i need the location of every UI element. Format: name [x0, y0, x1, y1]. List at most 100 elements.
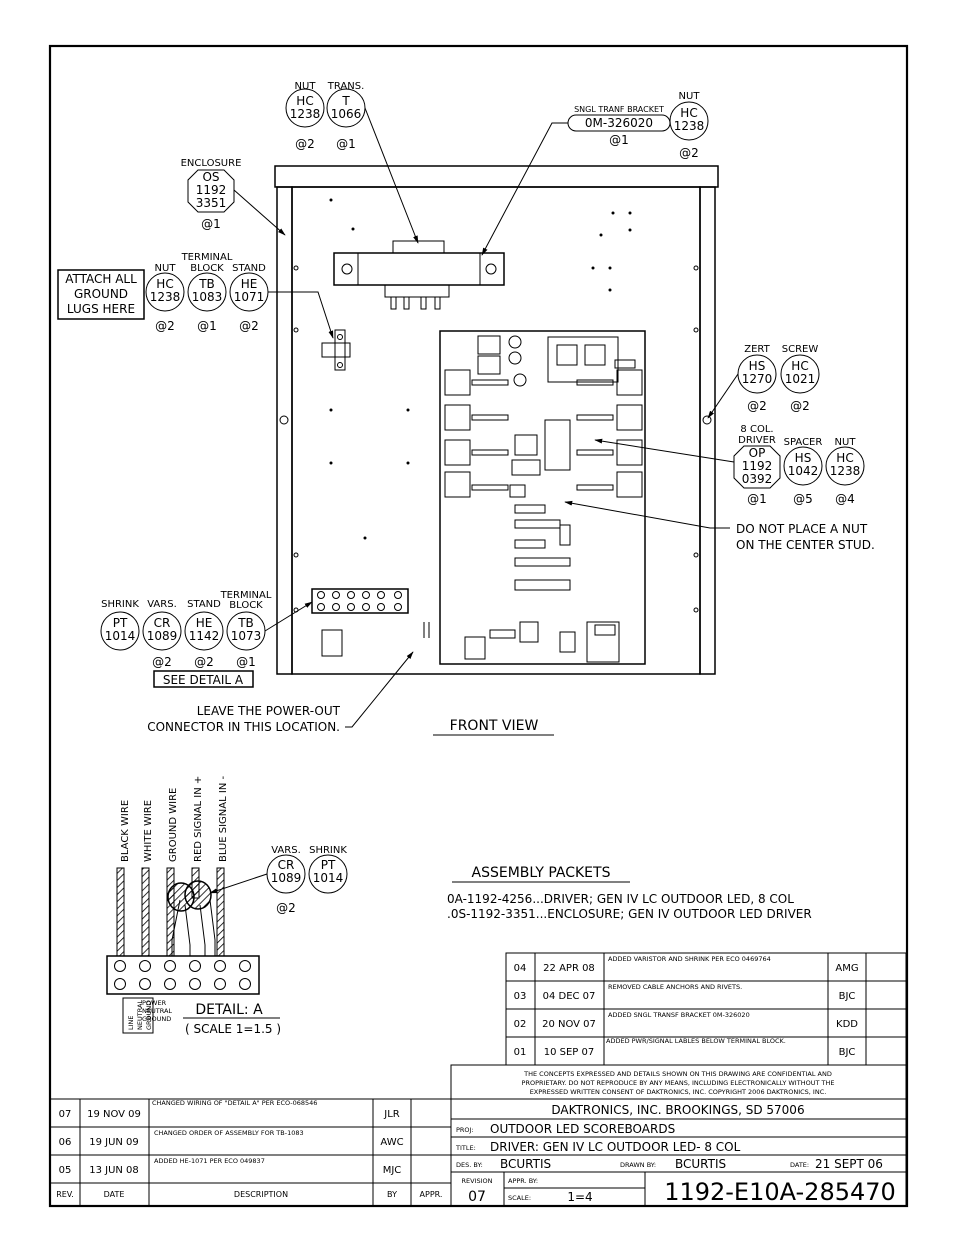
svg-text:19 NOV 09: 19 NOV 09 — [87, 1109, 141, 1120]
drawing-scale: 1=4 — [567, 1190, 592, 1204]
drawn-label: DRAWN BY: — [620, 1161, 656, 1169]
nut-top-code-1: HC — [296, 94, 313, 108]
svg-text:AWC: AWC — [380, 1137, 403, 1148]
tb-a-code-1: TB — [237, 616, 254, 630]
nut-top-qty: @2 — [295, 137, 315, 151]
company-line: DAKTRONICS, INC. BROOKINGS, SD 57006 — [551, 1103, 804, 1117]
detail-a-vars-label: VARS. — [271, 845, 301, 856]
driver-label-1: 8 COL. — [740, 424, 773, 435]
spacer-code-1: HS — [795, 451, 812, 465]
power-note-line-2: CONNECTOR IN THIS LOCATION. — [147, 720, 340, 734]
nut-top-code-2: 1238 — [290, 107, 321, 121]
vars-a-label: VARS. — [147, 599, 177, 610]
wire-label-ground: GROUND WIRE — [168, 788, 179, 862]
screw-label: SCREW — [782, 344, 819, 355]
assembly-line-1: 0A-1192-4256...DRIVER; GEN IV LC OUTDOOR… — [447, 892, 794, 906]
wire-label-white: WHITE WIRE — [143, 800, 154, 862]
nut-ground-qty: @2 — [155, 319, 175, 333]
driver-code-1: OP — [749, 446, 766, 460]
enclosure-code-1: OS — [202, 170, 219, 184]
enclosure-qty: @1 — [201, 217, 221, 231]
drawing-date: 21 SEPT 06 — [815, 1157, 883, 1171]
svg-text:BY: BY — [387, 1190, 397, 1199]
driver-code-3: 0392 — [742, 472, 773, 486]
bracket-part: 0M-326020 — [585, 116, 653, 130]
nut-driver-code-1: HC — [836, 451, 853, 465]
vars-a-code-1: CR — [154, 616, 171, 630]
assembly-packets: ASSEMBLY PACKETS 0A-1192-4256...DRIVER; … — [447, 865, 812, 921]
date-label: DATE: — [790, 1161, 809, 1169]
varistor-shrink-2 — [184, 880, 212, 910]
svg-text:05: 05 — [59, 1165, 72, 1176]
appr-label: APPR. BY: — [508, 1177, 538, 1185]
revision-label: REVISION — [461, 1177, 492, 1185]
assembly-title: ASSEMBLY PACKETS — [472, 865, 611, 881]
detail-a-shrink-code-2: 1014 — [313, 871, 344, 885]
svg-text:02: 02 — [514, 1019, 527, 1030]
nut-bracket-label: NUT — [679, 91, 701, 102]
svg-text:AMG: AMG — [835, 963, 858, 974]
ground-note-line-1: ATTACH ALL — [65, 272, 137, 286]
drafter: BCURTIS — [675, 1157, 726, 1171]
tb-ground-label-2: BLOCK — [190, 263, 224, 274]
drawing-border — [48, 44, 909, 1208]
front-view-title: FRONT VIEW — [450, 718, 539, 734]
svg-text:PROPRIETARY. DO NOT REPRODUCE: PROPRIETARY. DO NOT REPRODUCE BY ANY MEA… — [522, 1079, 835, 1087]
stand-ground-code-2: 1071 — [234, 290, 265, 304]
revision-01-desc: ADDED PWR/SIGNAL LABLES BELOW TERMINAL B… — [606, 1038, 786, 1045]
enclosure-front-view — [274, 165, 719, 675]
svg-text:DATE: DATE — [104, 1190, 125, 1199]
svg-text:ADDED VARISTOR AND SHRINK PER: ADDED VARISTOR AND SHRINK PER ECO 046976… — [608, 955, 771, 963]
tb-ground-qty: @1 — [197, 319, 217, 333]
zert-label: ZERT — [744, 344, 770, 355]
nut-driver-code-2: 1238 — [830, 464, 861, 478]
nut-driver-qty: @4 — [835, 492, 855, 506]
shrink-a-label: SHRINK — [101, 599, 139, 610]
tb-label-ground: GROUND — [145, 1001, 153, 1030]
wire-label-black: BLACK WIRE — [120, 800, 131, 862]
revision-row-04: 04 22 APR 08 ADDED VARISTOR AND SHRINK P… — [514, 955, 859, 974]
tb-ground-code-2: 1083 — [192, 290, 223, 304]
svg-text:REV.: REV. — [56, 1190, 74, 1199]
center-note-line-2: ON THE CENTER STUD. — [736, 538, 875, 552]
driver-code-2: 1192 — [742, 459, 773, 473]
revision-row-07: 07 19 NOV 09 CHANGED WIRING OF "DETAIL A… — [59, 1100, 400, 1120]
enclosure-callout: ENCLOSURE OS 1192 3351 @1 — [181, 158, 286, 236]
svg-text:BJC: BJC — [839, 1047, 856, 1058]
revision-table-left — [49, 1098, 452, 1207]
power-note-line-1: LEAVE THE POWER-OUT — [197, 704, 341, 718]
svg-text:CHANGED ORDER OF ASSEMBLY FOR: CHANGED ORDER OF ASSEMBLY FOR TB-1083 — [154, 1129, 304, 1137]
scale-label: SCALE: — [508, 1194, 531, 1202]
screw-qty: @2 — [790, 399, 810, 413]
screw-code-1: HC — [791, 359, 808, 373]
zert-qty: @2 — [747, 399, 767, 413]
designer: BCURTIS — [500, 1157, 551, 1171]
svg-text:DESCRIPTION: DESCRIPTION — [234, 1190, 288, 1199]
see-detail-a: SEE DETAIL A — [163, 673, 244, 687]
ground-note-line-3: LUGS HERE — [67, 302, 135, 316]
svg-text:APPR.: APPR. — [420, 1190, 443, 1199]
stand-a-label: STAND — [187, 599, 221, 610]
title-label: TITLE: — [455, 1144, 476, 1152]
svg-text:04: 04 — [514, 963, 527, 974]
svg-text:19 JUN 09: 19 JUN 09 — [89, 1137, 139, 1148]
nut-ground-code-1: HC — [156, 277, 173, 291]
driver-qty: @1 — [747, 492, 767, 506]
trans-callout: TRANS. T 1066 @1 — [326, 81, 419, 244]
revision-row-06: 06 19 JUN 09 CHANGED ORDER OF ASSEMBLY F… — [59, 1129, 404, 1148]
des-label: DES. BY: — [456, 1161, 483, 1169]
tb-label-right-power: POWER — [142, 999, 167, 1007]
svg-text:JLR: JLR — [383, 1109, 400, 1120]
drawing-title: DRIVER: GEN IV LC OUTDOOR LED- 8 COL — [490, 1140, 741, 1154]
enclosure-code-2: 1192 — [196, 183, 227, 197]
trans-code-1: T — [341, 94, 350, 108]
tb-label-right-ground: GROUND — [142, 1015, 171, 1023]
vars-a-qty: @2 — [152, 655, 172, 669]
nut-ground-code-2: 1238 — [150, 290, 181, 304]
ground-note-line-2: GROUND — [74, 287, 128, 301]
wire-label-red: RED SIGNAL IN + — [193, 776, 204, 862]
bracket-qty: @1 — [609, 133, 629, 147]
zert-code-1: HS — [749, 359, 766, 373]
svg-text:10 SEP 07: 10 SEP 07 — [544, 1047, 595, 1058]
